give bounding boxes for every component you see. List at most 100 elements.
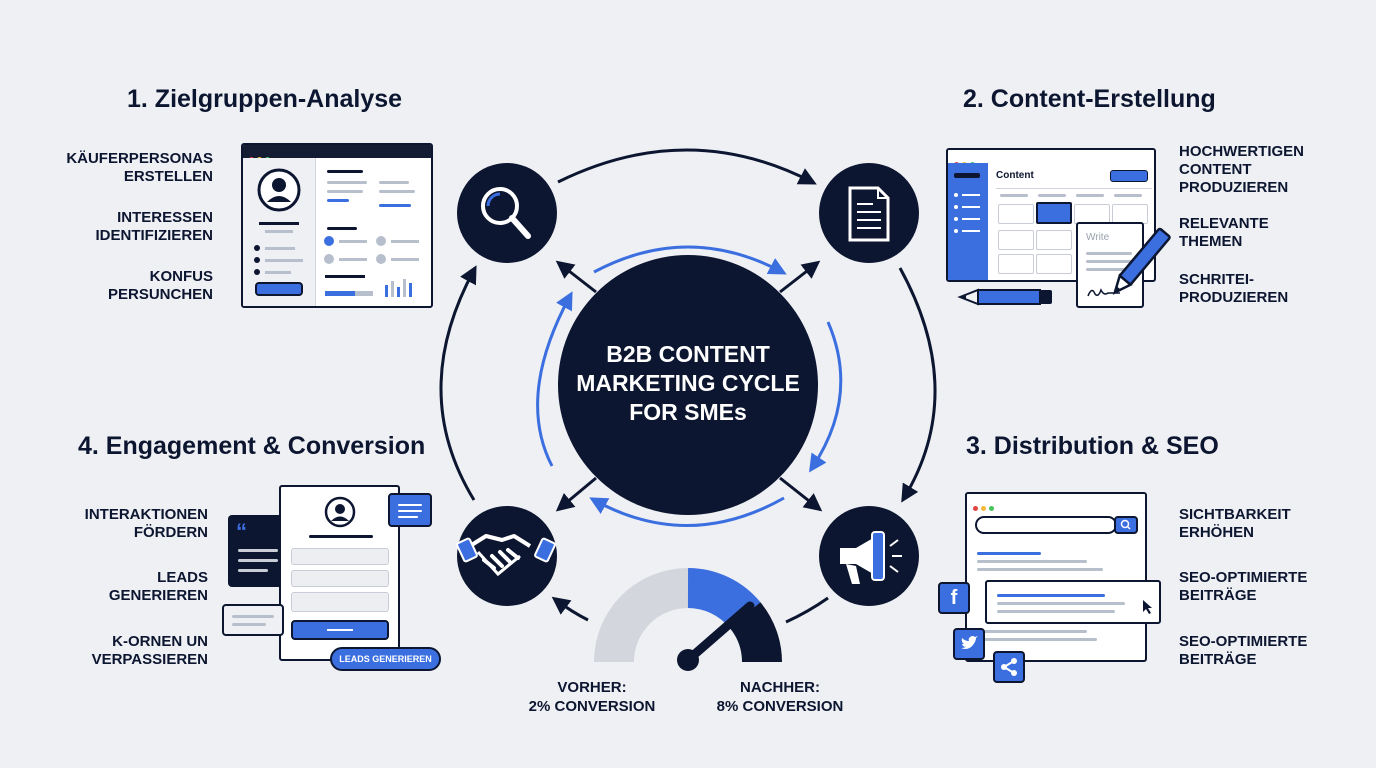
lead-form-field[interactable] <box>291 592 389 612</box>
chat-bubble-blue <box>388 493 432 527</box>
s1-item-3-line-2: PERSUNCHEN <box>107 286 213 303</box>
s1-item-2-line-2: IDENTIFIZIEREN <box>95 227 213 244</box>
s4-item-1-line-1: INTERAKTIONEN <box>84 506 208 523</box>
content-card[interactable] <box>1036 230 1072 250</box>
cursor-icon <box>1143 600 1152 614</box>
s4-item-1: INTERAKTIONEN FÖRDERN <box>40 506 208 542</box>
content-editor-mock: Content <box>946 148 1156 282</box>
content-card-active[interactable] <box>1036 202 1072 224</box>
arrow-gauge-to-4 <box>551 596 589 622</box>
s4-item-2-line-2: GENERIEREN <box>108 587 208 604</box>
persona-dashboard-mock <box>241 143 433 308</box>
gauge-after-value: 8% CONVERSION <box>716 698 844 715</box>
share-icon[interactable] <box>993 651 1025 683</box>
inner-arc-left <box>536 291 573 467</box>
s4-item-3-line-1: K-ORNEN UN <box>112 633 208 650</box>
gauge-after-label: NACHHER: <box>740 679 820 696</box>
search-input[interactable] <box>975 516 1117 534</box>
s1-item-2-line-1: INTERESSEN <box>117 209 213 226</box>
s2-item-3-line-2: PRODUZIEREN <box>1179 289 1289 306</box>
center-line-3: FOR SMEs <box>629 399 747 425</box>
gauge-before-value: 2% CONVERSION <box>528 698 656 715</box>
arrow-3-to-gauge <box>785 596 829 624</box>
s2-item-1-line-2: CONTENT <box>1179 161 1252 178</box>
section-4-title: 4. Engagement & Conversion <box>78 432 426 460</box>
spoke-2 <box>779 260 821 294</box>
gauge-needle <box>683 601 755 665</box>
persona-button[interactable] <box>255 282 303 296</box>
bird-icon <box>961 636 978 649</box>
s3-item-2-line-2: BEITRÄGE <box>1179 587 1257 604</box>
inner-arc-right <box>809 321 843 473</box>
spoke-3 <box>779 476 823 512</box>
s4-item-3: K-ORNEN UN VERPASSIEREN <box>40 633 208 669</box>
user-avatar-icon <box>324 496 356 528</box>
s2-item-2-line-2: THEMEN <box>1179 233 1243 250</box>
gauge-before: VORHER: 2% CONVERSION <box>512 678 672 716</box>
lead-form-submit-button[interactable] <box>291 620 389 640</box>
s1-item-1-line-1: KÄUFERPERSONAS <box>66 150 213 167</box>
write-placeholder: Write <box>1086 232 1110 243</box>
content-card[interactable] <box>998 230 1034 250</box>
pen-icon <box>1112 227 1171 295</box>
inner-arc-top <box>593 245 787 275</box>
lead-form-field[interactable] <box>291 570 389 587</box>
search-icon <box>1120 519 1131 530</box>
s1-item-3: KONFUS PERSUNCHEN <box>40 268 213 304</box>
signature-icon <box>1087 288 1120 297</box>
s3-item-2: SEO-OPTIMIERTE BEITRÄGE <box>1179 569 1307 605</box>
search-results-mock <box>965 492 1147 662</box>
s1-item-3-line-1: KONFUS <box>149 268 213 285</box>
arrow-2-to-3 <box>898 267 937 503</box>
center-circle <box>558 255 818 515</box>
spoke-1 <box>555 260 597 294</box>
pencil-icon <box>957 288 1052 306</box>
lead-form-field[interactable] <box>291 548 389 565</box>
center-line-2: MARKETING CYCLE <box>576 370 800 396</box>
content-app-header: Content <box>996 170 1034 181</box>
s3-item-2-line-1: SEO-OPTIMIERTE <box>1179 569 1308 586</box>
s3-item-3: SEO-OPTIMIERTE BEITRÄGE <box>1179 633 1307 669</box>
section-2-title: 2. Content-Erstellung <box>963 85 1216 113</box>
s2-item-3-line-1: SCHRITEI- <box>1179 271 1254 288</box>
handshake-icon <box>456 534 556 577</box>
leads-generate-button-label: LEADS GENERIEREN <box>339 654 432 664</box>
content-card[interactable] <box>1074 204 1110 224</box>
content-new-button[interactable] <box>1110 170 1148 182</box>
megaphone-icon <box>840 531 902 584</box>
s2-item-3: SCHRITEI- PRODUZIEREN <box>1179 271 1288 307</box>
inner-arc-bottom <box>589 496 785 527</box>
content-card[interactable] <box>1036 254 1072 274</box>
highlighted-result[interactable] <box>985 580 1161 624</box>
content-card[interactable] <box>998 254 1034 274</box>
persona-charts <box>324 236 419 297</box>
s3-item-1-line-2: ERHÖHEN <box>1179 524 1255 541</box>
s3-item-3-line-1: SEO-OPTIMIERTE <box>1179 633 1308 650</box>
lead-form-card <box>279 485 400 661</box>
stage-1-circle <box>457 163 557 263</box>
gauge-before-label: VORHER: <box>557 679 627 696</box>
arrow-4-to-1 <box>439 265 477 501</box>
section-1-title: 1. Zielgruppen-Analyse <box>127 85 403 113</box>
leads-generate-button[interactable]: LEADS GENERIEREN <box>330 647 441 671</box>
content-card[interactable] <box>998 204 1034 224</box>
search-button[interactable] <box>1114 516 1138 534</box>
s3-item-1: SICHTBARKEIT ERHÖHEN <box>1179 506 1291 542</box>
twitter-icon[interactable] <box>953 628 985 660</box>
stage-4-circle <box>457 506 557 606</box>
s2-item-2-line-1: RELEVANTE <box>1179 215 1269 232</box>
section-3-title: 3. Distribution & SEO <box>966 432 1219 460</box>
spoke-4 <box>555 476 597 512</box>
arrow-1-to-2 <box>557 148 817 185</box>
document-icon <box>848 186 890 242</box>
facebook-icon[interactable]: f <box>938 582 970 614</box>
s3-item-3-line-2: BEITRÄGE <box>1179 651 1257 668</box>
s3-item-1-line-1: SICHTBARKEIT <box>1179 506 1291 523</box>
content-card[interactable] <box>1112 204 1148 224</box>
center-title: B2B CONTENT MARKETING CYCLE FOR SMEs <box>568 340 808 427</box>
s1-item-1: KÄUFERPERSONAS ERSTELLEN <box>40 150 213 186</box>
share-nodes-icon <box>1001 658 1017 676</box>
s4-item-1-line-2: FÖRDERN <box>133 524 208 541</box>
conversion-gauge <box>594 568 782 671</box>
